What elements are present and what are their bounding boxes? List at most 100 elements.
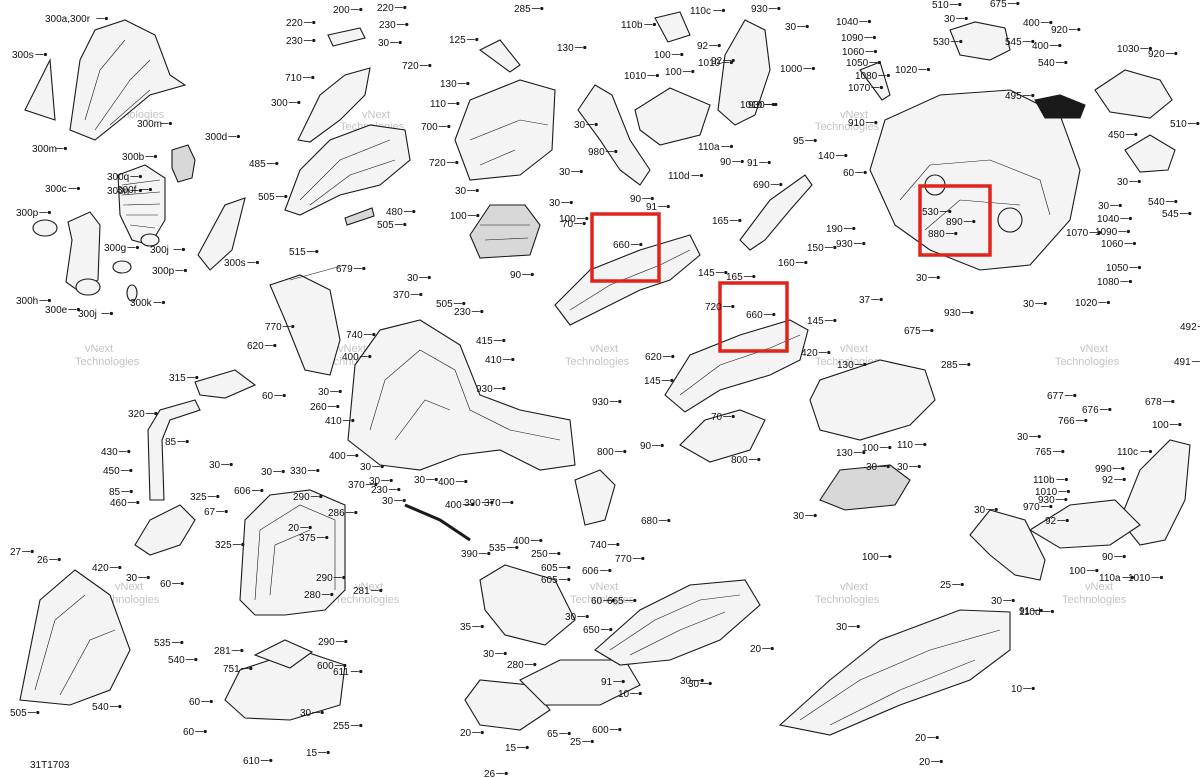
callout-label: 30: [974, 505, 986, 516]
callout-label: 110b: [621, 20, 643, 31]
side-panel-980: [577, 84, 651, 186]
fastener-dot: [315, 249, 319, 254]
fastener-dot: [471, 502, 475, 507]
callout-label: 400: [1023, 18, 1040, 29]
callout-label: 60: [189, 697, 201, 708]
fastener-dot: [1058, 43, 1062, 48]
callout-label: 110a: [698, 142, 720, 153]
fastener-dot: [533, 662, 537, 667]
fastener-dot: [379, 588, 383, 593]
callout-label: 300f: [117, 185, 137, 196]
callout-label: 130: [440, 79, 457, 90]
fastener-dot: [1128, 279, 1132, 284]
callout-label: 600: [317, 661, 334, 672]
callout-label: 505: [10, 708, 27, 719]
grille-300d: [171, 144, 196, 183]
fastener-dot: [1050, 609, 1054, 614]
front-bumper-650: [479, 564, 576, 646]
fastener-dot: [480, 309, 484, 314]
bracket-315: [194, 369, 257, 399]
fastener-dot: [582, 221, 586, 226]
fastener-dot: [504, 771, 508, 776]
fastener-dot: [959, 39, 963, 44]
callout-label: 60: [843, 168, 855, 179]
fastener-dot: [308, 525, 312, 530]
fastener-dot: [109, 311, 113, 316]
callout-label: 285: [514, 4, 531, 15]
fastener-dot: [398, 40, 402, 45]
callout-label: 677: [1047, 391, 1064, 402]
fastener-dot: [1106, 300, 1110, 305]
callout-label: 100: [862, 552, 879, 563]
fastener-dot: [1031, 93, 1035, 98]
bumper-bar-320: [147, 399, 201, 501]
fastener-dot: [1178, 422, 1182, 427]
callout-label: 535: [154, 638, 171, 649]
fastener-dot: [241, 542, 245, 547]
callout-label: 300: [271, 98, 288, 109]
fastener-dot: [490, 500, 494, 505]
callout-label: 30: [126, 573, 138, 584]
fastener-dot: [639, 242, 643, 247]
callout-label: 65: [547, 729, 559, 740]
callout-label: 610: [243, 756, 260, 767]
fastener-dot: [319, 494, 323, 499]
fastener-dot: [585, 216, 589, 221]
storage-box-110: [454, 79, 556, 181]
skid-plate-110a-lower: [1028, 499, 1141, 549]
callout-label: 1040: [836, 17, 859, 28]
callout-label: 400: [513, 536, 530, 547]
callout-label: 800: [597, 447, 614, 458]
callout-label: 415: [476, 336, 493, 347]
fastener-dot: [540, 6, 544, 11]
fastener-dot: [771, 102, 776, 107]
fastener-dot: [1064, 497, 1068, 502]
fastener-dot: [666, 204, 670, 209]
callout-label: 540: [92, 702, 109, 713]
watermark-line2: Technologies: [570, 594, 635, 606]
fastener-dot: [1016, 1, 1020, 6]
fastener-dot: [557, 551, 561, 556]
callout-label: 450: [1108, 130, 1125, 141]
callout-label: 30: [369, 476, 381, 487]
highlight-boxes: [590, 184, 992, 353]
fastener-dot: [129, 468, 133, 473]
fastener-dot: [539, 538, 543, 543]
fastener-dot: [312, 20, 316, 25]
callout-label: 1020: [895, 65, 918, 76]
callout-label: 70: [562, 219, 574, 230]
callout-label: 390: [464, 498, 481, 509]
fender-990: [1119, 439, 1191, 546]
fastener-dot: [229, 462, 233, 467]
fastener-dot: [281, 469, 285, 474]
fastener-dot: [515, 545, 519, 550]
watermark-line1: vNext: [85, 343, 113, 355]
callout-label: 930: [476, 384, 493, 395]
watermark-line1: vNext: [840, 109, 868, 121]
callout-label: 160: [778, 258, 795, 269]
callout-label: 930: [836, 239, 853, 250]
callout-label: 95: [793, 136, 805, 147]
callout-label: 60: [262, 391, 274, 402]
bracket-690: [739, 174, 813, 251]
fastener-dot: [1137, 265, 1141, 270]
fastener-dot: [777, 6, 781, 11]
callout-label: 92: [711, 56, 723, 67]
callout-label: 91: [1019, 606, 1031, 617]
callout-label: 30: [991, 596, 1003, 607]
callout-label: 15: [306, 748, 318, 759]
fastener-dot: [888, 445, 892, 450]
fastener-dot: [76, 186, 80, 191]
callout-label: 110d: [1019, 607, 1041, 618]
callout-label: 400: [1032, 41, 1049, 52]
callout-label: 1030: [1117, 44, 1140, 55]
callout-label: 300s: [12, 50, 34, 61]
fastener-dot: [717, 43, 721, 48]
fastener-dot: [476, 213, 480, 218]
callout-label: 290: [293, 492, 310, 503]
watermark-line1: vNext: [355, 581, 383, 593]
callout-label: 190: [826, 224, 843, 235]
callout-label: 540: [168, 655, 185, 666]
fastener-dot: [874, 120, 878, 125]
